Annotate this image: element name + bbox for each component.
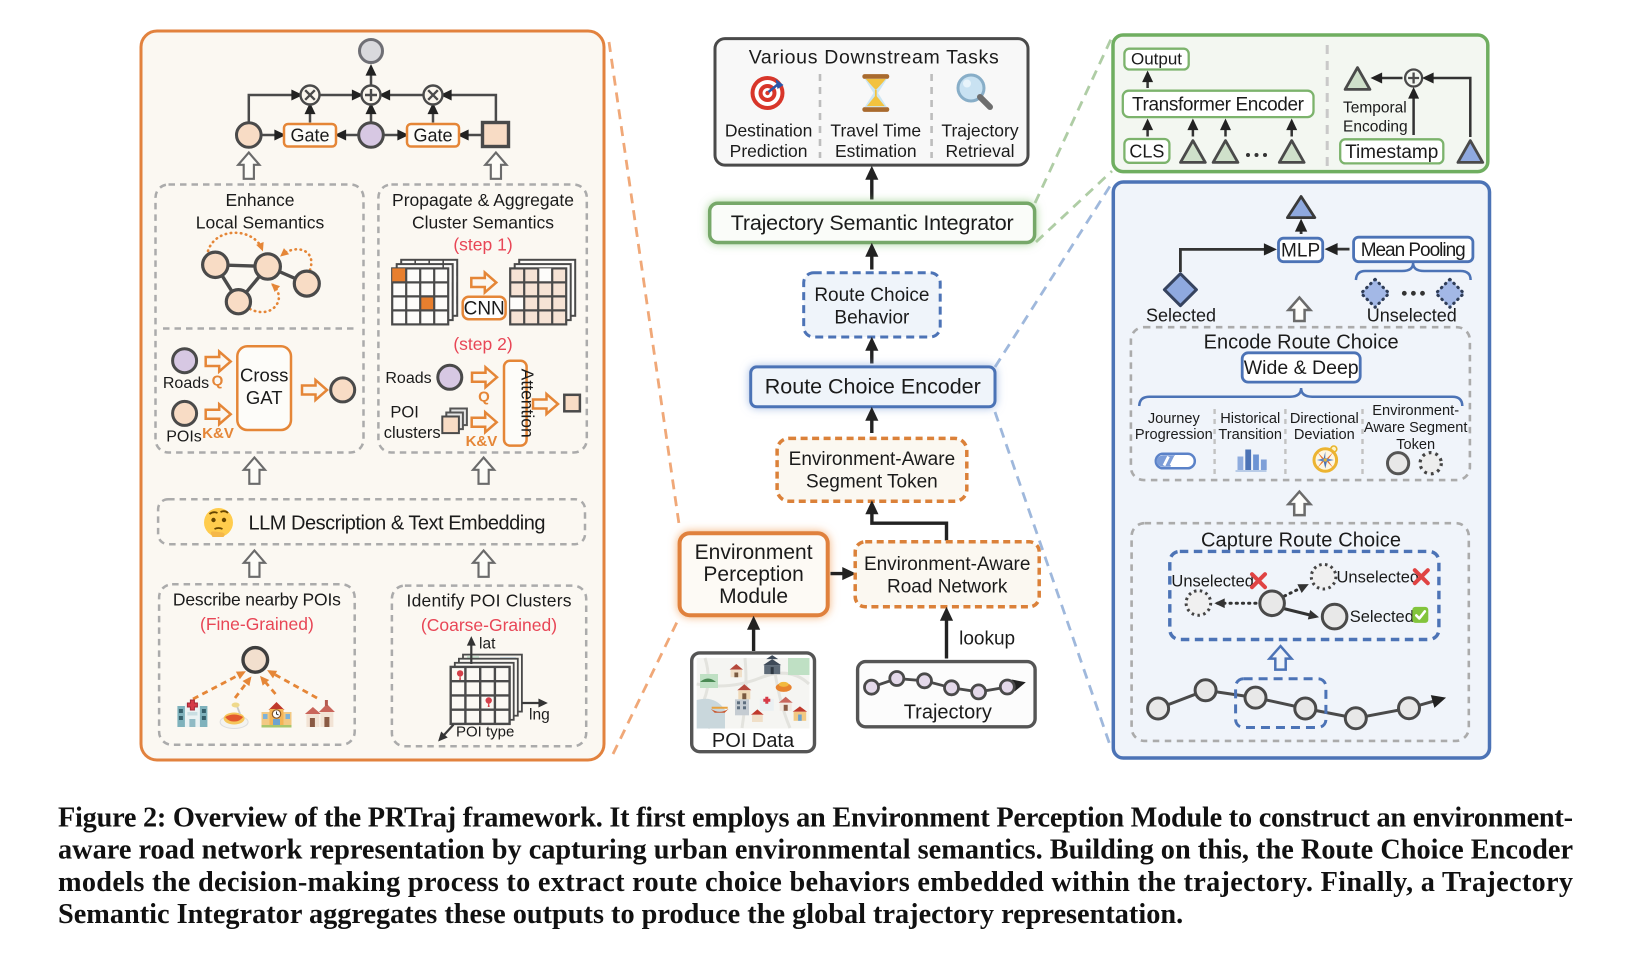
svg-text:Enhance: Enhance	[225, 190, 294, 210]
svg-text:Behavior: Behavior	[834, 308, 910, 329]
svg-text:Road Network: Road Network	[887, 577, 1008, 598]
svg-text:Q: Q	[478, 389, 490, 406]
svg-text:Semantic Integrator aggregates: Semantic Integrator aggregates these out…	[58, 899, 1183, 930]
svg-text:Unselected: Unselected	[1337, 569, 1420, 587]
svg-text:CNN: CNN	[464, 299, 505, 320]
svg-text:LLM Description & Text Embeddi: LLM Description & Text Embedding	[249, 513, 546, 535]
svg-text:Wide & Deep: Wide & Deep	[1244, 357, 1359, 379]
svg-text:models the decision-making pro: models the decision-making process to ex…	[58, 867, 1573, 898]
svg-text:Local Semantics: Local Semantics	[196, 213, 325, 233]
svg-text:MLP: MLP	[1281, 241, 1320, 262]
svg-text:(step 2): (step 2)	[453, 334, 512, 354]
svg-text:Environment-: Environment-	[1372, 403, 1459, 419]
svg-text:Transition: Transition	[1218, 427, 1282, 443]
svg-text:Capture Route Choice: Capture Route Choice	[1201, 530, 1401, 552]
svg-text:Gate: Gate	[290, 126, 329, 146]
svg-text:Selected: Selected	[1146, 306, 1216, 326]
svg-text:Temporal: Temporal	[1343, 100, 1407, 117]
svg-text:Perception: Perception	[703, 563, 803, 586]
svg-text:Transformer Encoder: Transformer Encoder	[1132, 95, 1305, 116]
svg-text:Environment-Aware: Environment-Aware	[789, 449, 956, 470]
svg-text:Segment Token: Segment Token	[806, 472, 938, 493]
svg-text:Deviation: Deviation	[1294, 427, 1355, 443]
svg-text:Estimation: Estimation	[835, 141, 917, 161]
svg-text:Roads: Roads	[385, 370, 431, 387]
svg-text:Prediction: Prediction	[730, 141, 808, 161]
svg-text:(Fine-Grained): (Fine-Grained)	[200, 614, 314, 634]
svg-text:POI Data: POI Data	[712, 730, 795, 752]
svg-text:Trajectory Semantic Integrator: Trajectory Semantic Integrator	[731, 211, 1014, 235]
svg-text:Trajectory: Trajectory	[904, 702, 992, 724]
svg-text:Destination: Destination	[725, 121, 813, 141]
svg-text:lng: lng	[529, 707, 550, 724]
svg-text:Module: Module	[719, 585, 788, 608]
svg-text:Attention: Attention	[518, 369, 538, 438]
svg-text:Identify POI Clusters: Identify POI Clusters	[407, 591, 572, 611]
svg-text:Environment-Aware: Environment-Aware	[864, 554, 1031, 575]
svg-text:Trajectory: Trajectory	[941, 121, 1018, 141]
svg-text:Encoding: Encoding	[1343, 119, 1408, 136]
svg-text:Figure 2: Overview of the PRTr: Figure 2: Overview of the PRTraj framewo…	[58, 802, 1573, 833]
svg-text:CLS: CLS	[1129, 142, 1164, 162]
svg-text:Describe nearby POIs: Describe nearby POIs	[173, 590, 341, 610]
svg-text:Mean Pooling: Mean Pooling	[1361, 240, 1466, 261]
svg-text:Selected: Selected	[1350, 608, 1414, 626]
svg-text:K&V: K&V	[466, 433, 498, 450]
svg-text:Journey: Journey	[1148, 411, 1201, 427]
svg-text:Travel Time: Travel Time	[830, 121, 921, 141]
svg-text:clusters: clusters	[384, 424, 441, 442]
svg-text:Progression: Progression	[1135, 427, 1213, 443]
svg-text:Aware Segment: Aware Segment	[1364, 420, 1468, 436]
svg-text:Encode Route Choice: Encode Route Choice	[1204, 332, 1399, 354]
svg-text:Unselected: Unselected	[1367, 306, 1457, 326]
svg-text:POIs: POIs	[166, 429, 202, 446]
svg-text:lat: lat	[479, 636, 496, 653]
svg-text:POI type: POI type	[456, 724, 514, 741]
svg-text:Cluster Semantics: Cluster Semantics	[412, 213, 554, 233]
svg-text:Q: Q	[212, 373, 224, 390]
svg-text:Token: Token	[1396, 437, 1435, 453]
svg-text:K&V: K&V	[202, 425, 234, 442]
svg-text:Cross: Cross	[240, 365, 288, 386]
svg-text:Route Choice: Route Choice	[814, 285, 929, 306]
svg-text:lookup: lookup	[959, 629, 1015, 650]
svg-text:Directional: Directional	[1290, 411, 1359, 427]
svg-text:Propagate & Aggregate: Propagate & Aggregate	[392, 190, 574, 210]
svg-text:Retrieval: Retrieval	[945, 141, 1014, 161]
svg-text:Output: Output	[1131, 50, 1182, 69]
svg-text:Timestamp: Timestamp	[1345, 142, 1438, 163]
svg-text:POI: POI	[390, 404, 418, 422]
svg-text:(Coarse-Grained): (Coarse-Grained)	[421, 615, 557, 635]
svg-text:aware road network representat: aware road network representation by cap…	[58, 834, 1573, 865]
svg-text:Unselected: Unselected	[1171, 573, 1254, 591]
svg-text:Roads: Roads	[163, 375, 209, 392]
svg-text:Historical: Historical	[1220, 411, 1280, 427]
svg-text:Route Choice Encoder: Route Choice Encoder	[765, 375, 981, 399]
svg-text:Various Downstream Tasks: Various Downstream Tasks	[749, 47, 999, 69]
svg-text:GAT: GAT	[246, 387, 283, 408]
svg-text:Gate: Gate	[413, 126, 452, 146]
svg-text:(step 1): (step 1)	[453, 235, 512, 255]
svg-text:Environment: Environment	[695, 541, 813, 564]
